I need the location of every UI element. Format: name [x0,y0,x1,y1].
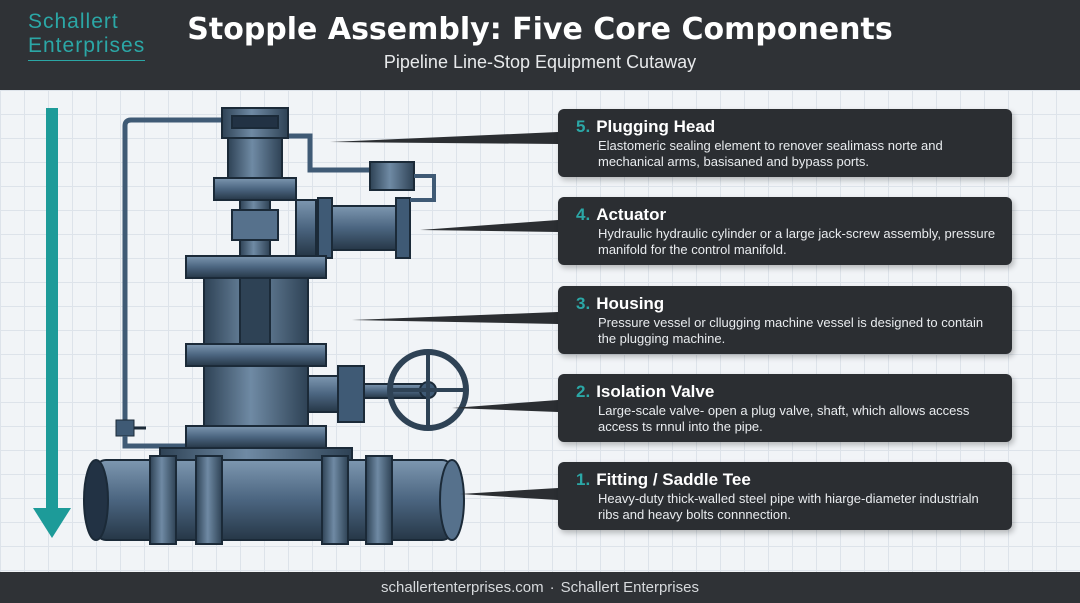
footer-separator: · [549,579,555,596]
actuator-cylinder [295,161,436,259]
bypass-tubing [122,117,400,420]
stopple-assembly-illustration [33,107,558,545]
page-subtitle: Pipeline Line-Stop Equipment Cutaway [383,52,697,72]
isolation-valve [203,349,469,431]
callout-actuator: 4. Actuator Hydraulic hydraulic cylinder … [558,197,1012,265]
direction-arrow-icon [33,108,71,538]
brand-line-2: Enterprises [28,34,146,61]
main-pipe [83,455,465,545]
leader-lines [330,132,558,500]
callout-fitting-saddle-tee: 1. Fitting / Saddle Tee Heavy-duty thick-… [558,462,1012,530]
header-bar: Schallert Enterprises Stopple Assembly: … [0,0,1080,90]
footer-bar: schallertenterprises.com · Schallert Enter… [0,572,1080,603]
housing-vessel [185,255,327,367]
footer-site-link[interactable]: schallertenterprises.com [381,579,544,596]
callout-number: 1. [576,470,591,489]
brand-logo: Schallert Enterprises [28,10,146,61]
callout-isolation-valve: 2. Isolation Valve Large-scale valve- ope… [558,374,1012,442]
callout-heading: Isolation Valve [596,382,715,401]
callout-housing: 3. Housing Pressure vessel or cllugging m… [558,286,1012,354]
callout-number: 2. [576,382,591,401]
callout-heading: Plugging Head [596,117,716,136]
callout-heading: Housing [596,294,665,313]
callout-heading: Actuator [596,205,667,224]
tubing-valve-icon [115,419,190,449]
callout-description: Large-scale valve- open a plug valve, sh… [598,403,970,434]
page-title: Stopple Assembly: Five Core Components [187,12,893,47]
plugging-head [213,107,297,201]
callout-description: Elastomeric sealing element to renover s… [598,138,943,169]
brand-line-1: Schallert [28,10,119,33]
callout-number: 5. [576,117,591,136]
callout-description: Pressure vessel or cllugging machine ves… [598,315,984,346]
footer-company: Schallert Enterprises [560,579,699,596]
callout-heading: Fitting / Saddle Tee [596,470,751,489]
callout-plugging-head: 5. Plugging Head Elastomeric sealing elem… [558,109,1012,177]
callout-description: Hydraulic hydraulic cylinder or a large … [598,226,996,257]
callout-number: 4. [576,205,591,224]
callout-number: 3. [576,294,591,313]
callout-description: Heavy-duty thick-walled steel pipe with … [598,491,979,522]
